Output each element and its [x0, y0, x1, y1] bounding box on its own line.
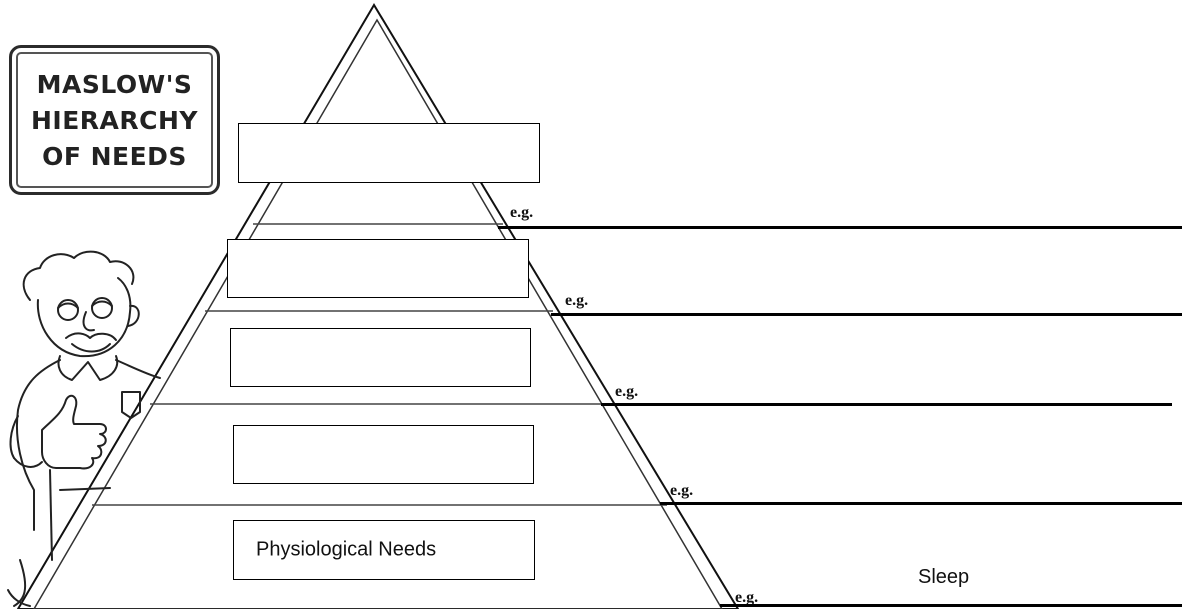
- example-prefix-1: e.g.: [510, 204, 534, 221]
- title-line-3: OF NEEDS: [42, 142, 187, 171]
- example-prefix-5: e.g.: [735, 589, 759, 606]
- level-box-2[interactable]: [227, 239, 529, 298]
- level-label-5: Physiological Needs: [256, 538, 437, 561]
- title-line-2: HIERARCHY: [30, 106, 199, 135]
- example-line-4[interactable]: [660, 502, 1182, 505]
- example-answer-5: Sleep: [918, 566, 970, 588]
- example-line-1[interactable]: [498, 226, 1182, 229]
- example-prefix-4: e.g.: [670, 482, 694, 499]
- level-box-4[interactable]: [233, 425, 534, 484]
- title-line-1: MASLOW'S: [36, 70, 193, 99]
- example-line-2[interactable]: [551, 313, 1182, 316]
- title-badge: MASLOW'S HIERARCHY OF NEEDS: [9, 45, 220, 195]
- example-prefix-2: e.g.: [565, 292, 589, 309]
- example-prefix-3: e.g.: [615, 383, 639, 400]
- maslow-cartoon-figure: [7, 250, 161, 607]
- example-line-5[interactable]: [720, 604, 1182, 607]
- level-box-1[interactable]: [238, 123, 540, 183]
- pyramid-outline-outer: [16, 3, 740, 609]
- level-box-5[interactable]: Physiological Needs: [233, 520, 535, 580]
- example-line-3[interactable]: [601, 403, 1172, 406]
- level-box-3[interactable]: [230, 328, 531, 387]
- pyramid-outline-inner: [33, 18, 723, 609]
